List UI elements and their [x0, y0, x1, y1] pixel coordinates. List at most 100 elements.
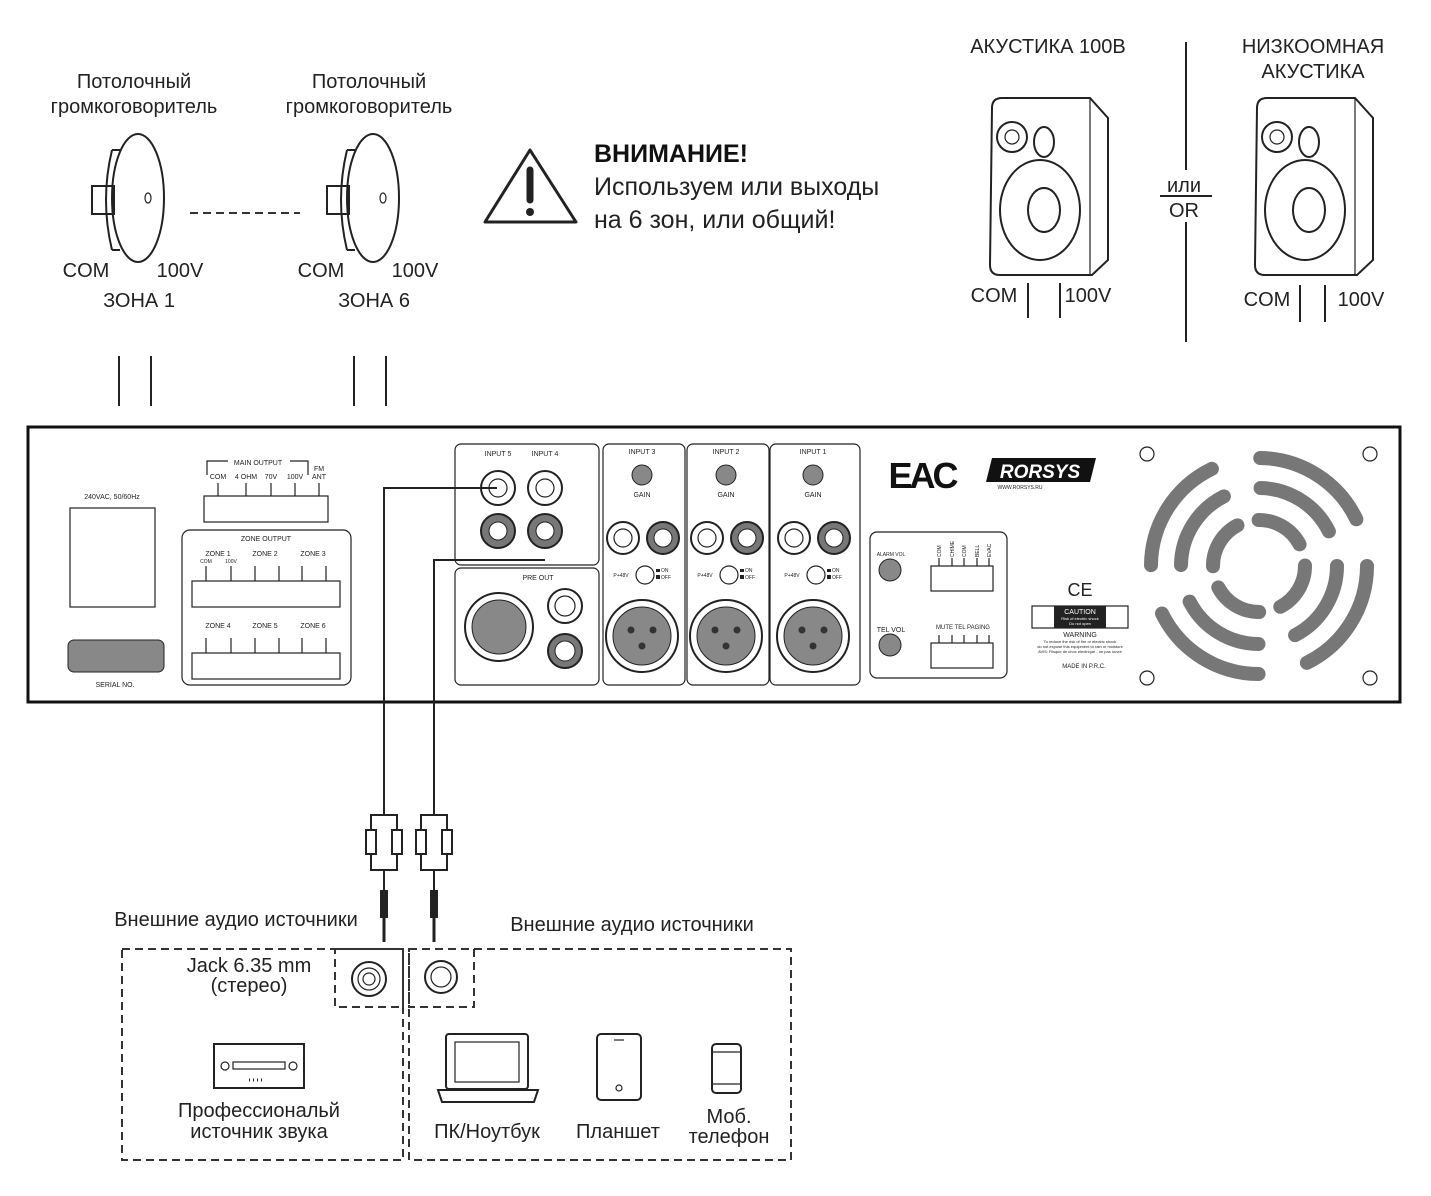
box-speaker-icon	[1253, 97, 1374, 276]
tel-vol-knob[interactable]	[878, 633, 902, 657]
jack-socket[interactable]	[424, 960, 458, 994]
warning-text: To reduce the risk of fire or electric s…	[1044, 639, 1117, 644]
switch-off-indicator	[740, 575, 744, 579]
alarm-terminal-label: CHIME	[950, 540, 956, 557]
switch-off-indicator	[827, 575, 831, 579]
switch-on-label: ON	[661, 568, 669, 574]
zone-label: ZONE 6	[300, 623, 325, 630]
phantom-label: P+48V	[784, 573, 800, 579]
phantom-switch[interactable]	[806, 565, 826, 585]
fm-label: ANT	[312, 474, 327, 481]
speaker-wires	[1027, 283, 1061, 318]
speaker-title: Потолочный	[77, 71, 191, 93]
main-output-terminal: MAIN OUTPUT COM 4 OHM 70V 100V FM ANT	[203, 460, 329, 523]
pro-source-label: Профессиональй	[178, 1100, 340, 1122]
mute-tel-paging-label: MUTE TEL PAGING	[936, 625, 990, 631]
zone-label: ЗОНА 6	[338, 290, 410, 312]
terminal-label: 100V	[225, 559, 237, 565]
com-label: COM	[298, 260, 345, 282]
input-4-5-block: INPUT 5 INPUT 4 PRE OUT	[454, 443, 600, 686]
eac-logo: EAC	[888, 455, 958, 496]
zone-label: ZONE 1	[205, 551, 230, 558]
switch-on-indicator	[656, 569, 660, 572]
ceiling-speaker-icon	[91, 133, 165, 263]
pro-source-label: источник звука	[190, 1121, 328, 1143]
brand-logo: RORSYS WWW.RORSYS.RU	[986, 458, 1096, 491]
main-output-label: MAIN OUTPUT	[234, 460, 283, 467]
warning-triangle-icon	[483, 148, 578, 224]
jack-socket[interactable]	[351, 961, 387, 997]
fan-grille	[1139, 446, 1378, 686]
audio-cables	[365, 487, 545, 942]
xlr-connector[interactable]	[612, 606, 672, 666]
xlr-connector[interactable]	[783, 606, 843, 666]
switch-off-label: OFF	[745, 575, 755, 581]
warning-text: do not expose this equipment to rain or …	[1037, 644, 1123, 649]
100v-label: 100V	[1338, 289, 1385, 311]
switch-off-indicator	[656, 575, 660, 579]
rca-jack[interactable]	[606, 521, 640, 555]
gain-knob[interactable]	[715, 464, 737, 486]
com-label: COM	[971, 285, 1018, 307]
or-divider: или OR	[1160, 42, 1212, 342]
power-label: 240VAC, 50/60Hz	[84, 494, 140, 501]
zone-label: ZONE 3	[300, 551, 325, 558]
rca-jack[interactable]	[547, 588, 583, 624]
speaker-wires	[353, 356, 387, 406]
100v-label: 100V	[157, 260, 204, 282]
input-label: INPUT 3	[629, 449, 656, 456]
alarm-terminal-label: COM	[937, 545, 943, 557]
jack-label: (стерео)	[211, 975, 288, 997]
warning-line: Используем или выходы	[594, 173, 879, 201]
terminal-label: 4 OHM	[235, 474, 257, 481]
phantom-switch[interactable]	[719, 565, 739, 585]
rca-jack[interactable]	[690, 521, 724, 555]
zone-label: ZONE 2	[252, 551, 277, 558]
alarm-terminal-label: COM	[962, 545, 968, 557]
caution-text: Do not open	[1069, 621, 1091, 626]
terminal-label: COM	[200, 559, 212, 565]
speaker-wires	[118, 356, 152, 406]
switch-on-label: ON	[745, 568, 753, 574]
tablet-icon	[596, 1033, 642, 1101]
tablet-label: Планшет	[576, 1121, 660, 1143]
sources-label: Внешние аудио источники	[114, 909, 358, 931]
rca-jack[interactable]	[777, 521, 811, 555]
caution-label: CAUTION	[1064, 609, 1096, 616]
com-label: COM	[1244, 289, 1291, 311]
ceiling-speaker-zone-1: Потолочный громкоговоритель COM 100V ЗОН…	[51, 71, 218, 406]
brand-text: RORSYS	[1000, 462, 1081, 483]
terminal-label: 70V	[265, 474, 278, 481]
ceiling-speaker-icon	[326, 133, 400, 263]
xlr-connector[interactable]	[471, 599, 527, 655]
pc-label: ПК/Ноутбук	[434, 1121, 540, 1143]
speaker-title: Потолочный	[312, 71, 426, 93]
input-label: INPUT 1	[800, 449, 827, 456]
speaker-wires	[1299, 285, 1326, 322]
rca-to-jack-cable-icon	[365, 814, 403, 942]
gain-knob[interactable]	[802, 464, 824, 486]
alarm-vol-knob[interactable]	[878, 558, 902, 582]
switch-on-indicator	[827, 569, 831, 572]
gain-knob[interactable]	[631, 464, 653, 486]
speaker-title: АКУСТИКА	[1261, 61, 1365, 83]
phantom-switch[interactable]	[635, 565, 655, 585]
speaker-title: громкоговоритель	[286, 96, 453, 118]
phone-label: телефон	[689, 1126, 770, 1148]
speaker-title: громкоговоритель	[51, 96, 218, 118]
external-sources: Внешние аудио источники Внешние аудио ис…	[114, 909, 792, 1161]
xlr-connector[interactable]	[696, 606, 756, 666]
serial-label: SERIAL NO.	[95, 682, 134, 689]
gain-label: GAIN	[717, 492, 734, 499]
serial-plate	[67, 639, 165, 673]
rca-jack[interactable]	[527, 470, 563, 506]
audio-receiver-icon	[213, 1043, 305, 1089]
warning-note: ВНИМАНИЕ! Используем или выходы на 6 зон…	[483, 140, 879, 234]
pre-out-label: PRE OUT	[522, 575, 554, 582]
rca-to-jack-cable-icon	[415, 814, 453, 942]
phantom-label: P+48V	[613, 573, 629, 579]
warning-text: AVIS: Risque de choc electrique - ne pas…	[1038, 649, 1122, 654]
